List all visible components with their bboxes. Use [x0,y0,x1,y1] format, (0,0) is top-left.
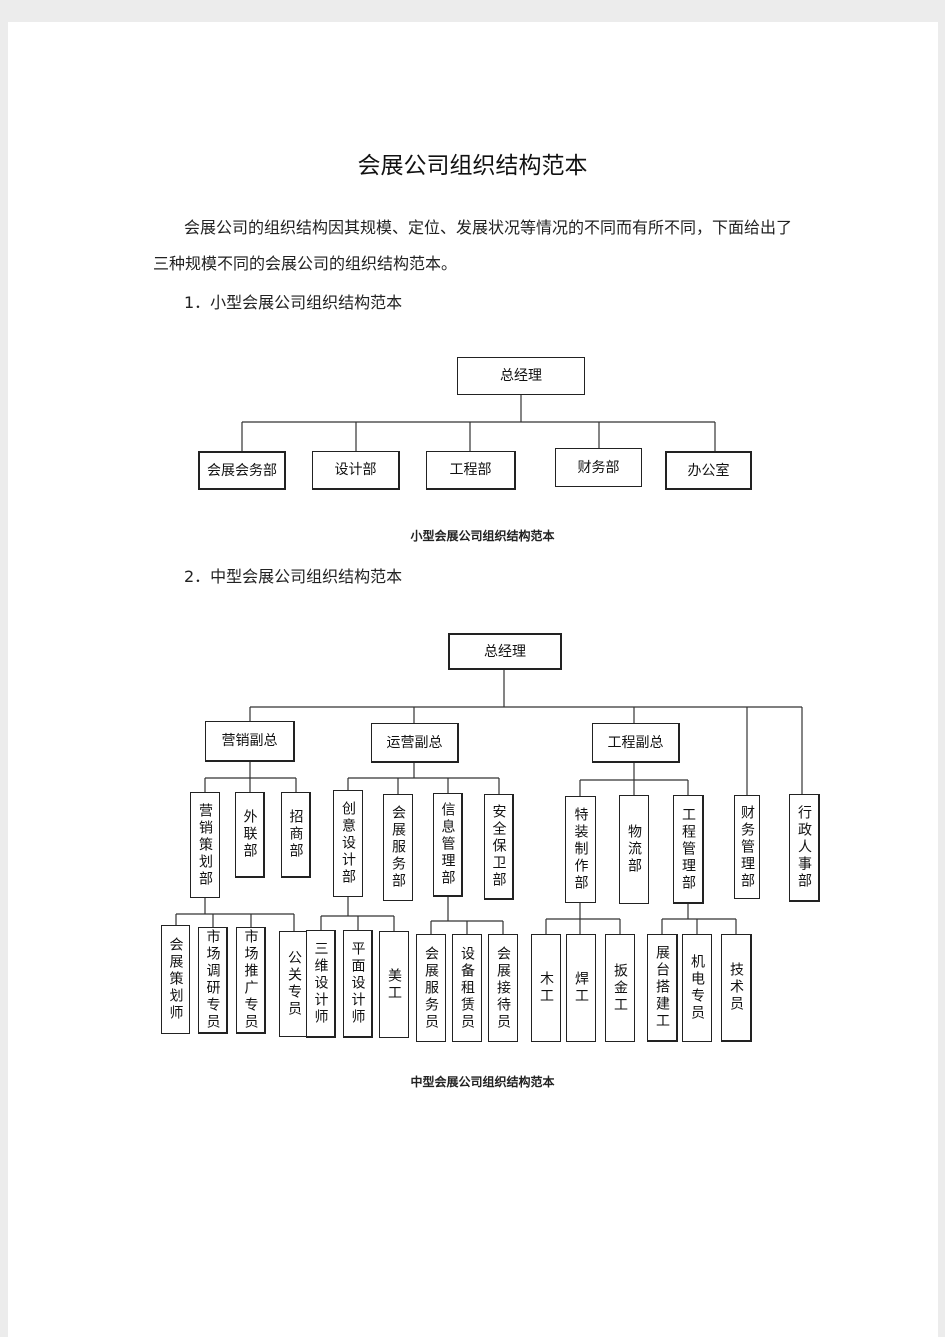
medium-chart-dept-external-relations: 外联部 [235,792,265,878]
small-chart-dept-exhibition-conference: 会展会务部 [198,451,286,490]
medium-chart-staff-welder: 焊工 [566,934,596,1042]
small-chart-general-manager: 总经理 [457,357,585,395]
medium-chart-staff-exhibition-planner: 会展策划师 [161,925,190,1034]
medium-chart-dept-logistics: 物流部 [619,795,649,904]
medium-chart-caption: 中型会展公司组织结构范本 [410,1075,555,1089]
medium-chart-staff-sheet-metal-worker: 扳金工 [605,934,635,1042]
document-title: 会展公司组织结构范本 [357,153,588,179]
medium-chart-staff-marketing-promotion: 市场推广专员 [236,927,266,1034]
medium-chart-dept-investment-promotion: 招商部 [281,792,311,878]
medium-chart-dept-admin-hr: 行政人事部 [789,794,820,902]
medium-chart-dept-exhibition-services: 会展服务部 [383,794,413,901]
medium-chart-staff-electromechanical: 机电专员 [682,934,712,1042]
medium-chart-staff-booth-builder: 展台搭建工 [647,934,678,1042]
medium-chart-staff-artist: 美工 [379,931,409,1038]
medium-chart-dept-creative-design: 创意设计部 [333,790,363,897]
medium-chart-staff-exhibition-receptionist: 会展接待员 [488,934,518,1042]
medium-chart-vp-operations: 运营副总 [371,723,459,763]
medium-chart-staff-carpenter: 木工 [531,934,561,1042]
small-chart-dept-finance: 财务部 [555,448,642,487]
medium-chart-general-manager: 总经理 [448,633,562,670]
small-chart-dept-design: 设计部 [312,451,400,490]
document-page [8,22,938,1337]
medium-chart-staff-exhibition-attendant: 会展服务员 [416,934,446,1042]
medium-chart-dept-special-fabrication: 特装制作部 [565,796,596,903]
medium-chart-dept-finance-management: 财务管理部 [734,795,760,899]
section-2-heading: 2．中型会展公司组织结构范本 [184,567,403,586]
small-chart-dept-office: 办公室 [665,451,752,490]
medium-chart-vp-marketing: 营销副总 [205,721,295,762]
medium-chart-staff-equipment-rental: 设备租赁员 [452,934,482,1042]
section-1-heading: 1．小型会展公司组织结构范本 [184,293,403,312]
intro-paragraph-line-1: 会展公司的组织结构因其规模、定位、发展状况等情况的不同而有所不同，下面给出了 [184,218,793,237]
medium-chart-staff-public-relations: 公关专员 [279,931,309,1037]
medium-chart-vp-engineering: 工程副总 [592,723,680,763]
small-chart-caption: 小型会展公司组织结构范本 [410,529,555,543]
medium-chart-dept-security: 安全保卫部 [484,794,514,900]
medium-chart-dept-information-management: 信息管理部 [433,793,463,897]
medium-chart-dept-project-management: 工程管理部 [673,795,704,904]
small-chart-dept-engineering: 工程部 [426,451,516,490]
intro-paragraph-line-2: 三种规模不同的会展公司的组织结构范本。 [153,254,458,273]
medium-chart-staff-3d-designer: 三维设计师 [306,930,336,1038]
medium-chart-staff-market-research: 市场调研专员 [198,927,228,1034]
medium-chart-staff-technician: 技术员 [721,934,752,1042]
medium-chart-dept-marketing-planning: 营销策划部 [190,792,220,898]
medium-chart-staff-graphic-designer: 平面设计师 [343,930,373,1038]
